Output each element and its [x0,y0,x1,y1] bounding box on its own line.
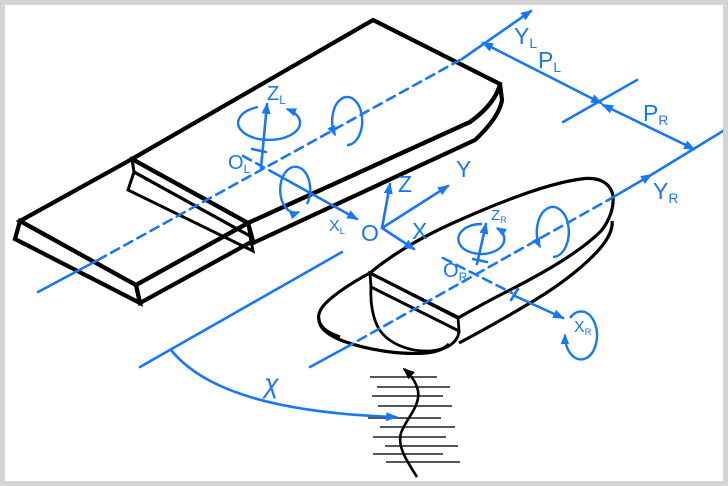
barge-aft-plate-stern-face [12,217,144,307]
hull-centerline-dashed [343,197,612,350]
hull-deck-outline [367,176,615,320]
global-y-negative-extension [138,250,344,369]
label-global-x: X [412,218,427,244]
global-z-axis-arrow [380,182,393,230]
xr-axis-dashed-part [441,256,514,295]
global-x-axis-arrow [380,226,416,251]
wave-direction-arrow [398,367,420,478]
zr-axis-arrow [475,222,489,266]
xl-axis-arrow [274,172,359,221]
pl-dimension-line [481,41,603,105]
zl-axis-tick [250,147,268,154]
label-wave-angle-chi: χ [262,369,280,399]
label-xr: XR [574,319,592,338]
roll-rotation-arrow-right [532,205,570,259]
label-global-z: Z [398,171,412,197]
xr-axis-arrow [513,294,565,320]
xl-axis-dashed-part [241,154,278,176]
yaw-rotation-arrow-right [457,222,507,256]
global-y-axis-arrow [380,184,450,230]
barge-centerline-dashed [96,58,462,262]
pitch-rotation-arrow-left [279,165,312,220]
zr-axis-tick [471,257,489,264]
label-or: OR [443,260,468,284]
label-yr: YR [653,178,678,206]
hull-bottom-edge-forward [458,220,614,345]
yl-axis-arrow [460,9,533,61]
barge-aft-plate-side-face [133,219,256,307]
wave-angle-arc [169,348,398,422]
hull-stern-sheer-line [317,271,371,339]
label-pr: PR [643,100,668,128]
label-xl: XL [329,218,346,237]
right-hull-body [317,176,615,355]
label-yl: YL [514,23,537,51]
label-global-y: Y [456,156,471,182]
hull-midship-section-hatched [369,284,461,353]
labels: YL PL PR YR Y Z X O ZL OL XL ZR OR XR χ [228,23,678,399]
label-zl: ZL [267,83,286,107]
pr-dimension-line [601,103,696,151]
zl-axis-arrow [259,102,271,170]
roll-rotation-arrow-left [327,95,364,147]
label-ol: OL [228,152,251,176]
label-global-o: O [361,220,379,246]
yr-axis-arrow [608,173,653,201]
barge-aft-plate-top-face [15,156,253,288]
barge-centerline-solid [36,258,100,294]
hull-centerline-solid [308,346,347,369]
barge-midship-section-hatched [126,169,256,254]
label-pl: PL [538,47,561,75]
yr-axis-extension [649,129,725,177]
label-zr: ZR [491,207,507,225]
wave-symbol [368,367,460,478]
xr-axis-tick [509,287,520,302]
yaw-rotation-arrow-left [236,105,302,142]
pitch-rotation-arrow-right [560,310,599,361]
left-barge-body [12,17,505,307]
blue-annotations [36,9,725,422]
